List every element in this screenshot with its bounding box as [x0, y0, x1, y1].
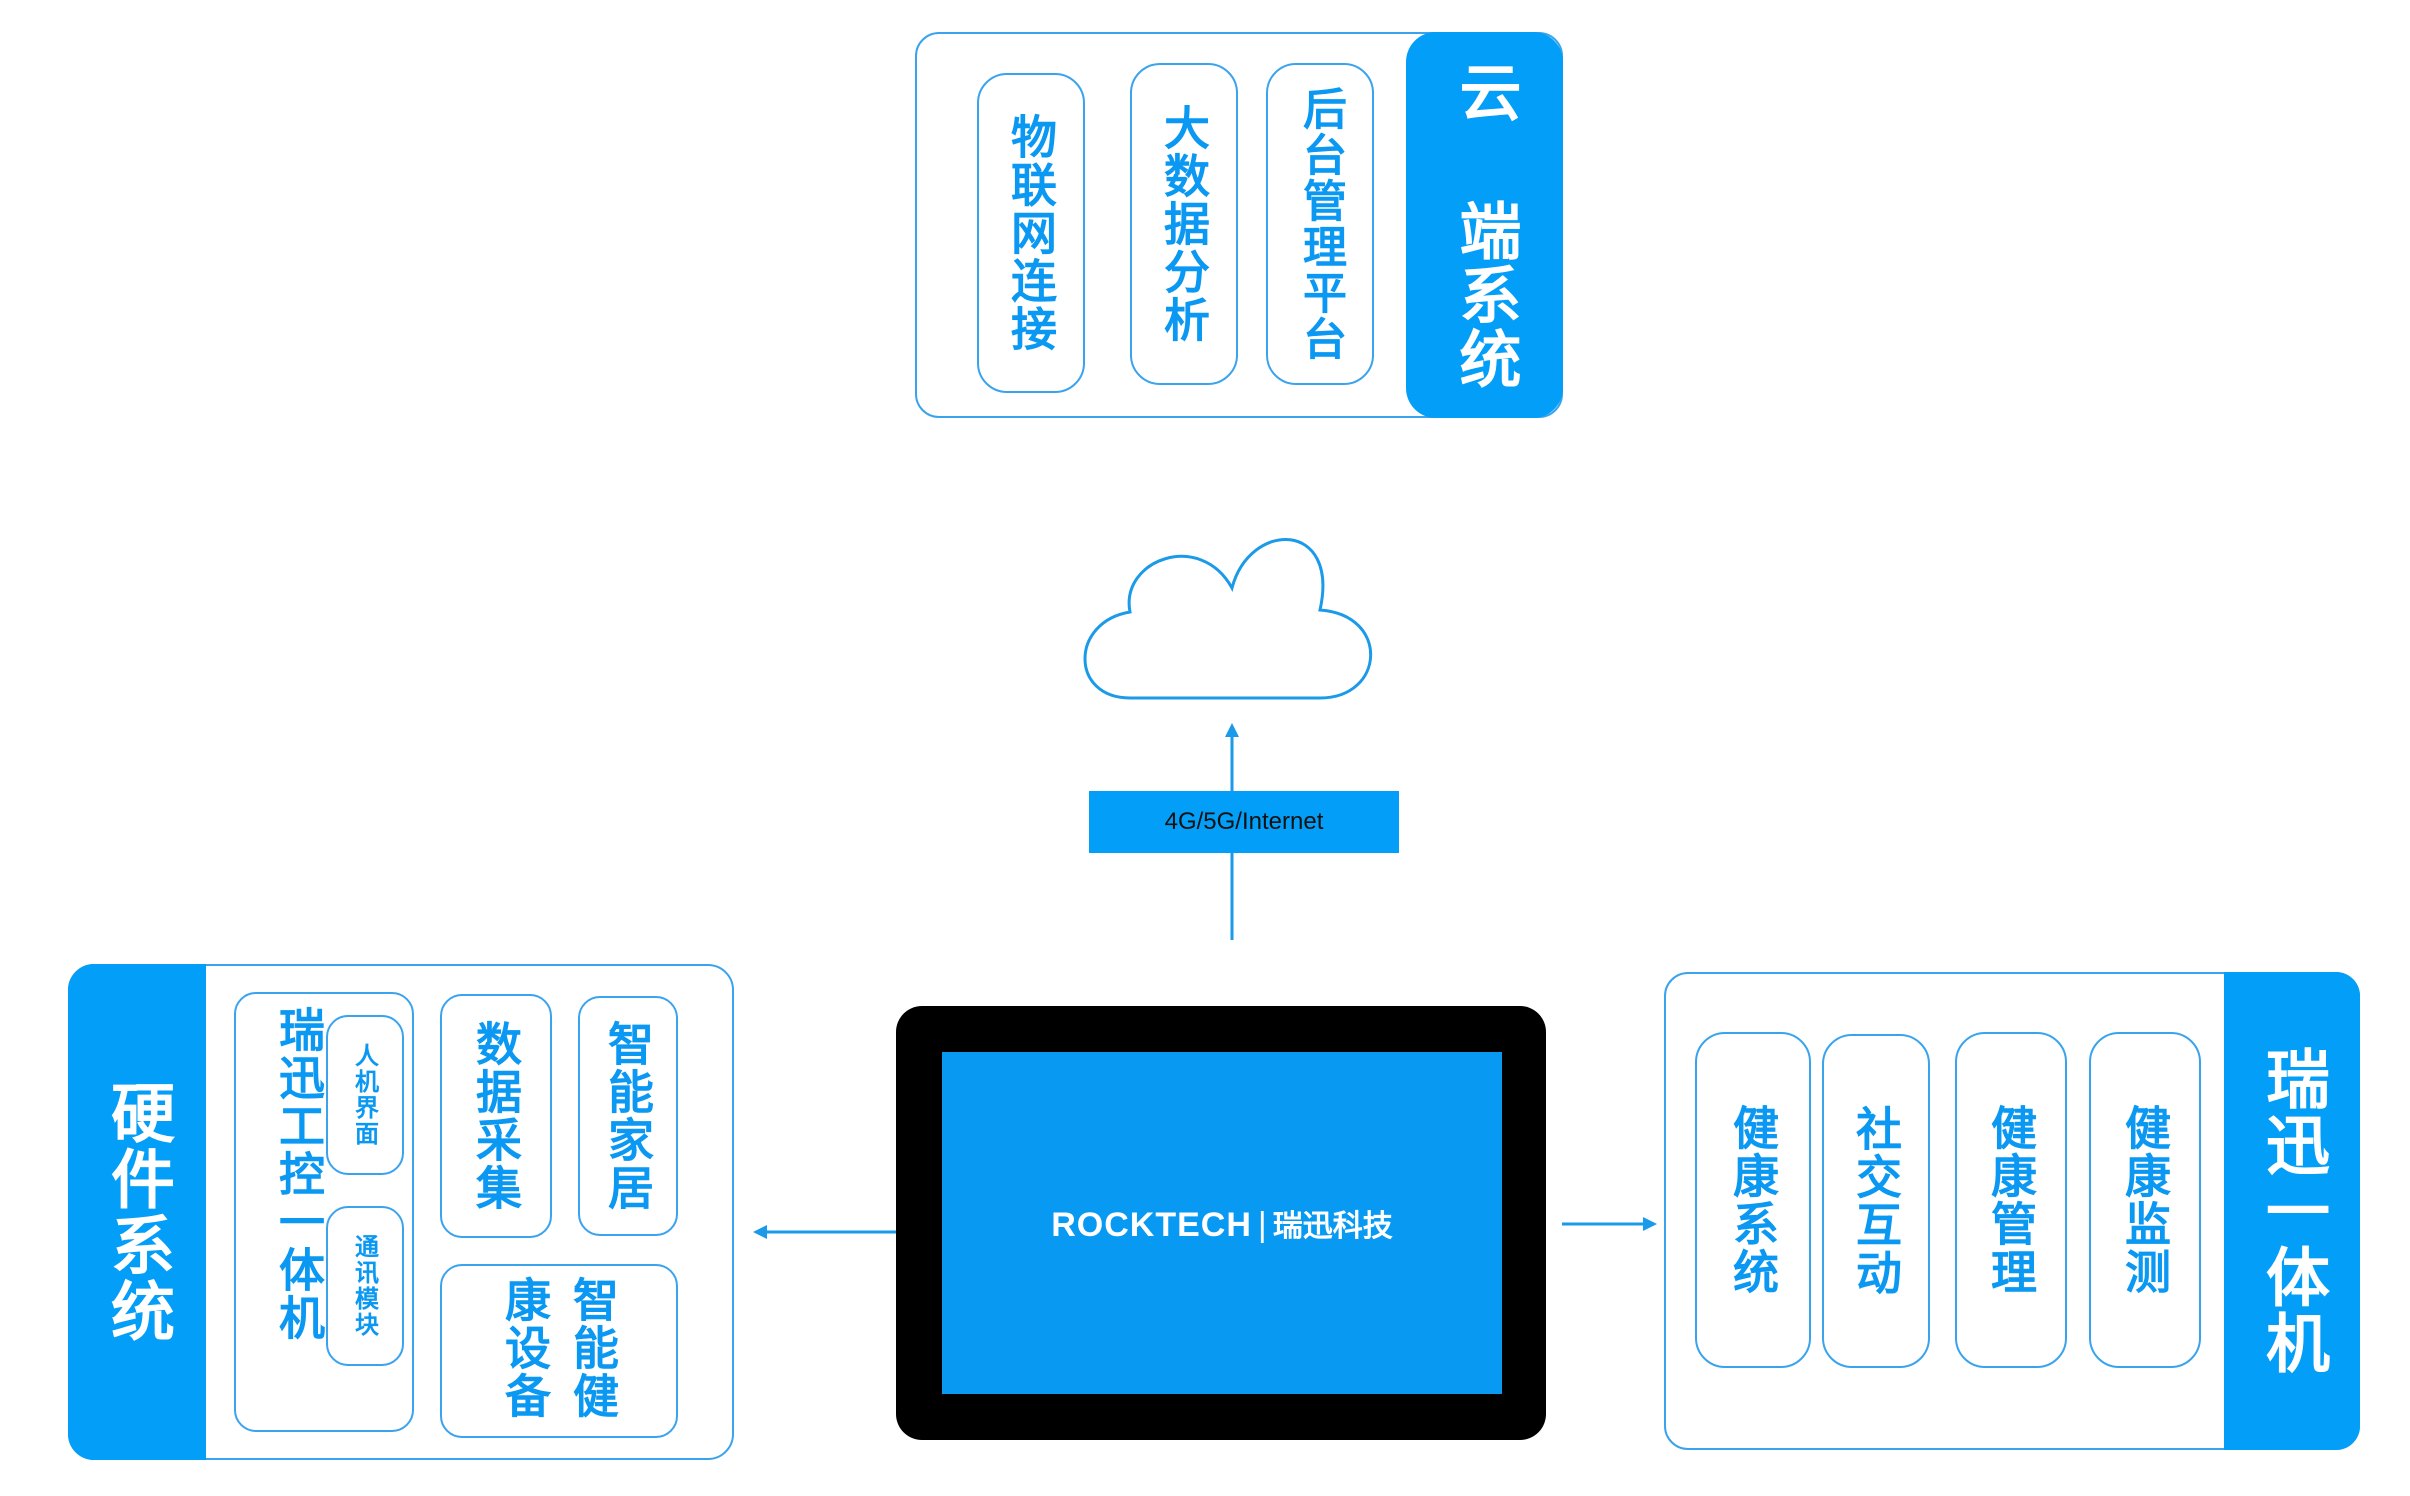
cloud-system-title: 云 端系统	[1448, 59, 1522, 391]
hardware-system-title-tab: 硬件系统	[68, 964, 206, 1460]
tablet-screen: ROCKTECH|瑞迅科技	[942, 1052, 1502, 1394]
ruixun-item-health-system: 健康系统	[1695, 1032, 1811, 1368]
hardware-item-data-collection: 数据采集	[440, 994, 552, 1238]
hardware-main-unit-label: 瑞迅工控一体机	[272, 1006, 326, 1342]
hardware-sub-comm: 通讯模块	[326, 1206, 404, 1366]
cloud-item-bigdata: 大数据分析	[1130, 63, 1238, 385]
hardware-item-health-devices: 智能健康设备	[440, 1264, 678, 1438]
cloud-item-backend: 后台管理平台	[1266, 63, 1374, 385]
ruixun-item-health-monitoring: 健康监测	[2089, 1032, 2201, 1368]
brand-en: ROCKTECH	[1051, 1206, 1252, 1244]
hardware-system-title: 硬件系统	[100, 1080, 174, 1344]
brand-divider: |	[1257, 1206, 1267, 1244]
brand-cn: 瑞迅科技	[1272, 1210, 1393, 1243]
ruixun-item-social: 社交互动	[1822, 1034, 1930, 1368]
network-label: 4G/5G/Internet	[1164, 808, 1324, 835]
cloud-item-iot: 物联网连接	[977, 73, 1085, 393]
hardware-sub-hmi: 人机界面	[326, 1015, 404, 1175]
ruixun-unit-title-tab: 瑞迅一体机	[2224, 972, 2360, 1450]
tablet-device: ROCKTECH|瑞迅科技	[896, 1006, 1546, 1440]
ruixun-unit-title: 瑞迅一体机	[2255, 1046, 2329, 1376]
hardware-item-smart-home: 智能家居	[578, 996, 678, 1236]
network-label-badge: 4G/5G/Internet	[1089, 791, 1399, 853]
cloud-system-title-tab: 云 端系统	[1406, 32, 1563, 418]
brand-logo: ROCKTECH|瑞迅科技	[1051, 1201, 1393, 1245]
ruixun-item-health-management: 健康管理	[1955, 1032, 2067, 1368]
cloud-icon	[1083, 538, 1373, 700]
